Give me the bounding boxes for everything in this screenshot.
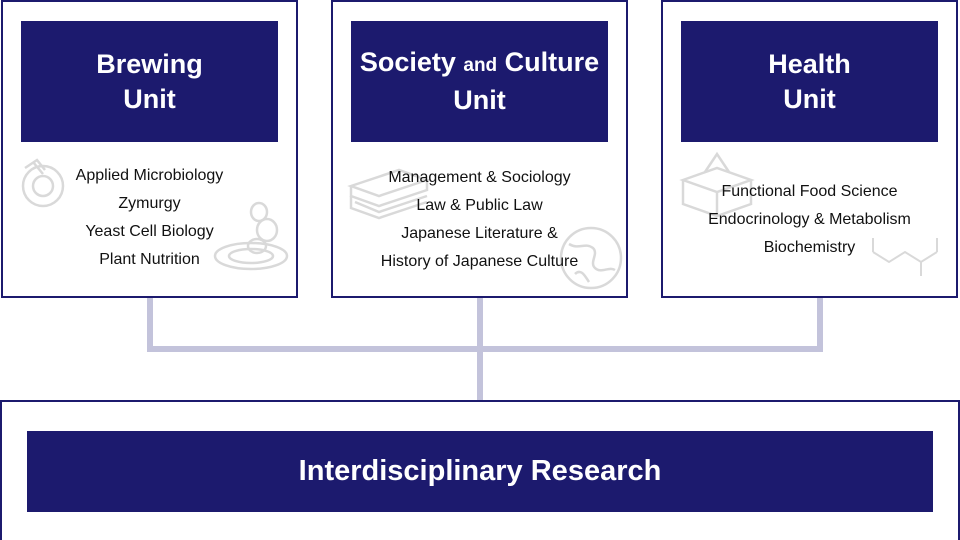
society-culture-unit-box: Society and Culture Unit Management & So… xyxy=(331,0,628,298)
topic-item: Functional Food Science xyxy=(721,183,898,200)
topic-item: Biochemistry xyxy=(763,239,856,256)
unit-title-connector: and xyxy=(463,55,498,76)
health-topic-list: Functional Food Science Endocrinology & … xyxy=(663,178,956,262)
brewing-unit-box: Brewing Unit Applied Microbiology Zymurg… xyxy=(1,0,298,298)
society-culture-topic-list: Management & Sociology Law & Public Law … xyxy=(333,164,626,276)
books-icon xyxy=(347,168,431,220)
molecule-icon xyxy=(872,238,938,276)
unit-title: Brewing xyxy=(96,48,203,79)
brewing-topic-list: Applied Microbiology Zymurgy Yeast Cell … xyxy=(3,162,296,274)
cell-icon xyxy=(213,201,289,271)
interdisciplinary-research-box: Interdisciplinary Research xyxy=(0,400,960,540)
topic-item: Zymurgy xyxy=(118,195,181,212)
topic-item: History of Japanese Culture xyxy=(380,253,579,270)
interdisciplinary-research-bar: Interdisciplinary Research xyxy=(27,431,933,512)
topic-item: Japanese Literature & xyxy=(401,225,558,242)
unit-title-word: Culture xyxy=(504,47,600,77)
health-unit-header: Health Unit xyxy=(681,21,938,142)
topic-item: Applied Microbiology xyxy=(75,167,224,184)
topic-item: Law & Public Law xyxy=(416,197,543,214)
brewing-unit-header: Brewing Unit xyxy=(21,21,278,142)
unit-title-suffix: Unit xyxy=(783,83,836,114)
unit-title: Society and Culture xyxy=(360,45,599,83)
topic-item: Yeast Cell Biology xyxy=(85,223,214,240)
unit-title-word: Society xyxy=(359,47,456,77)
society-culture-unit-header: Society and Culture Unit xyxy=(351,21,608,142)
health-unit-box: Health Unit Functional Food Science Endo… xyxy=(661,0,958,298)
unit-title: Health xyxy=(768,48,851,79)
unit-title-suffix: Unit xyxy=(453,85,506,115)
globe-icon xyxy=(559,226,623,290)
research-label: Interdisciplinary Research xyxy=(298,455,662,487)
flask-icon xyxy=(21,158,65,208)
topic-item: Endocrinology & Metabolism xyxy=(708,211,911,228)
food-box-icon xyxy=(679,151,755,218)
topic-item: Plant Nutrition xyxy=(99,251,200,268)
topic-item: Management & Sociology xyxy=(388,169,571,186)
unit-title-suffix: Unit xyxy=(123,83,176,114)
